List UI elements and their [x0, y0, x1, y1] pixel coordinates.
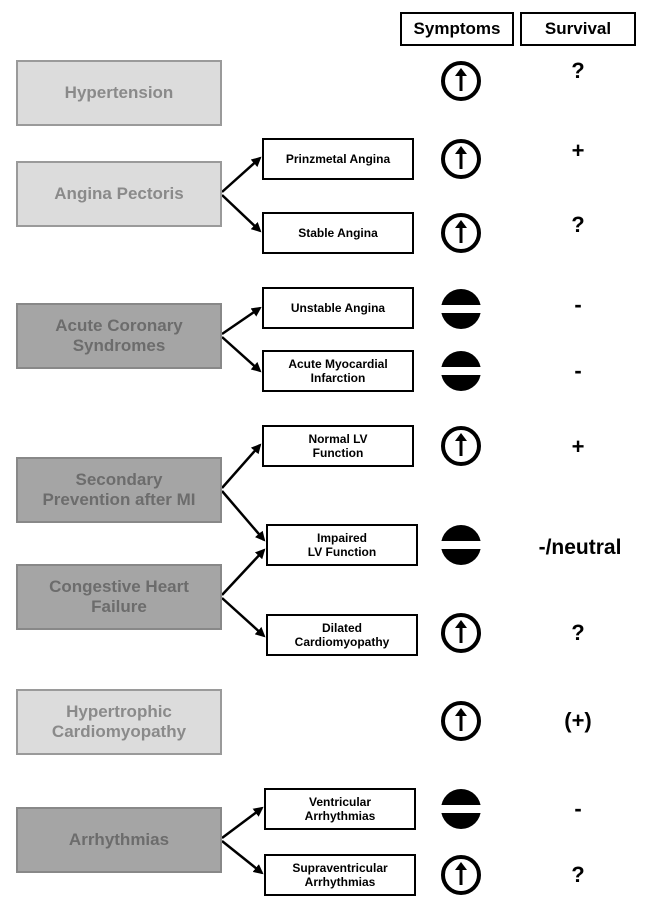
up-arrow-icon	[438, 423, 484, 469]
subtype-impaired-lv-function: Impaired LV Function	[266, 524, 418, 566]
up-arrow-icon	[438, 210, 484, 256]
category-angina-pectoris: Angina Pectoris	[16, 161, 222, 227]
up-arrow-icon	[438, 610, 484, 656]
survival-supraventricular: ?	[571, 862, 585, 887]
arrow-arrhythmias-ventricular	[221, 806, 264, 839]
subtype-prinzmetal-angina: Prinzmetal Angina	[262, 138, 414, 180]
no-entry-icon	[438, 522, 484, 568]
subtype-supraventricular-arrhythmias: Supraventricular Arrhythmias	[264, 854, 416, 896]
survival-hcm: (+)	[564, 708, 592, 733]
symptoms-header: Symptoms	[400, 12, 514, 46]
category-arrhythmias: Arrhythmias	[16, 807, 222, 873]
arrow-chf-dilated	[221, 597, 266, 638]
arrow-acs-unstable	[221, 306, 262, 336]
subtype-normal-lv-function: Normal LV Function	[262, 425, 414, 467]
category-hypertension: Hypertension	[16, 60, 222, 126]
category-acute-coronary-syndromes: Acute Coronary Syndromes	[16, 303, 222, 369]
arrow-chf-impaired	[221, 548, 266, 596]
survival-header: Survival	[520, 12, 636, 46]
survival-acute-mi: -	[574, 358, 582, 383]
category-hypertrophic-cardiomyopathy: Hypertrophic Cardiomyopathy	[16, 689, 222, 755]
category-secondary-prevention: Secondary Prevention after MI	[16, 457, 222, 523]
subtype-acute-mi: Acute Myocardial Infarction	[262, 350, 414, 392]
arrow-angina-prinzmetal	[221, 156, 262, 193]
subtype-ventricular-arrhythmias: Ventricular Arrhythmias	[264, 788, 416, 830]
up-arrow-icon	[438, 698, 484, 744]
no-entry-icon	[438, 348, 484, 394]
subtype-stable-angina: Stable Angina	[262, 212, 414, 254]
arrow-arrhythmias-supraventricular	[221, 840, 264, 875]
survival-prinzmetal: +	[571, 138, 585, 163]
arrow-angina-stable	[221, 194, 262, 233]
subtype-unstable-angina: Unstable Angina	[262, 287, 414, 329]
survival-hypertension: ?	[571, 58, 585, 83]
no-entry-icon	[438, 286, 484, 332]
arrow-acs-ami	[221, 336, 262, 373]
up-arrow-icon	[438, 852, 484, 898]
survival-unstable-angina: -	[574, 292, 582, 317]
survival-impaired-lv: -/neutral	[538, 536, 622, 559]
survival-ventricular: -	[574, 796, 582, 821]
no-entry-icon	[438, 786, 484, 832]
up-arrow-icon	[438, 136, 484, 182]
survival-stable-angina: ?	[571, 212, 585, 237]
arrow-secondary-impaired	[221, 490, 266, 542]
arrow-secondary-normal	[221, 443, 262, 489]
survival-normal-lv: +	[571, 434, 585, 459]
subtype-dilated-cardiomyopathy: Dilated Cardiomyopathy	[266, 614, 418, 656]
up-arrow-icon	[438, 58, 484, 104]
survival-dilated-cm: ?	[571, 620, 585, 645]
category-congestive-heart-failure: Congestive Heart Failure	[16, 564, 222, 630]
